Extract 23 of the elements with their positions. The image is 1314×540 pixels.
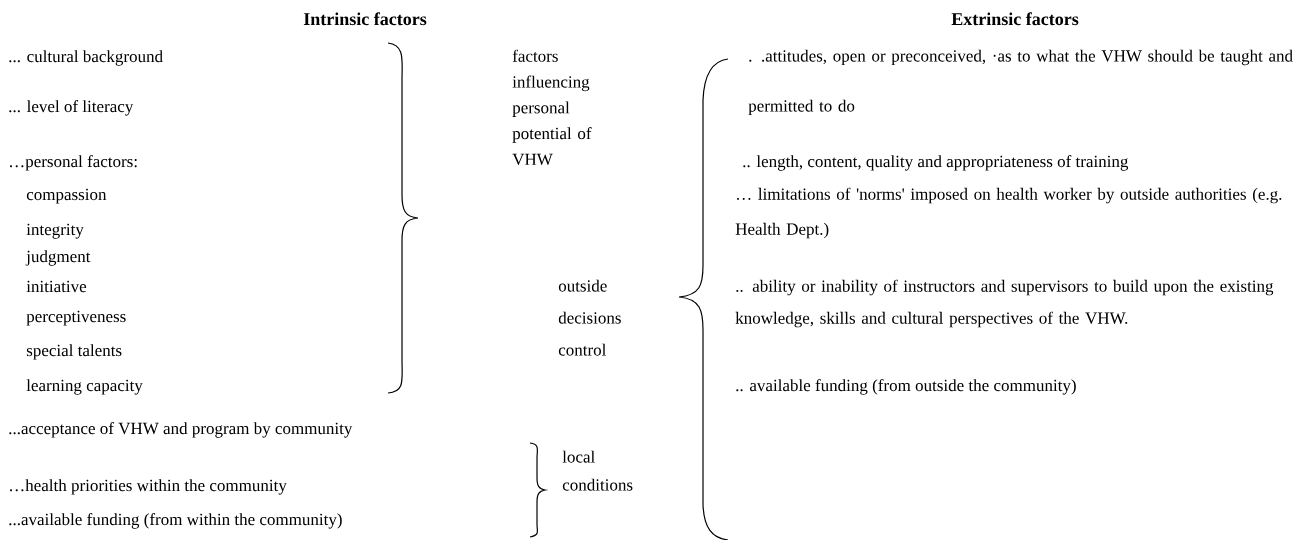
list-item: …personal factors:: [10, 155, 137, 171]
list-item: initiative: [26, 280, 87, 293]
list-item: .. available funding (from outside the community): [736, 379, 1076, 395]
list-item: integrity: [26, 223, 84, 239]
list-item: … limitations of 'norms' imposed on health worker by outside authorities (e.g. Health Dept.): [735, 187, 1282, 239]
list-item: .. ability or inability of instructors and supervisors to build upon the existing knowledge, skills and cultural perspectives of the VHW.: [735, 279, 1274, 328]
column-heading: Intrinsic factors: [303, 12, 427, 26]
brace-label: local conditions: [562, 450, 633, 491]
list-item: perceptiveness: [26, 310, 126, 326]
list-item: ... cultural background: [9, 50, 163, 66]
list-item: learning capacity: [26, 379, 143, 395]
list-item: compassion: [26, 188, 107, 204]
list-item: ... level of literacy: [9, 100, 134, 116]
brace-label: factors influencing personal potential of VHW: [512, 49, 592, 166]
column-heading: Extrinsic factors: [951, 12, 1079, 26]
list-item: . .attitudes, open or preconceived, ·as to what the VHW should be taught and permitted to do: [748, 49, 1293, 116]
list-item: .. length, content, quality and appropriateness of training: [743, 155, 1129, 171]
brace-label: outside decisions control: [558, 279, 621, 356]
list-item: ...acceptance of VHW and program by community: [9, 422, 353, 438]
list-item: special talents: [26, 344, 122, 360]
list-item: …health priorities within the community: [10, 479, 287, 495]
list-item: ...available funding (from within the community): [9, 513, 342, 529]
list-item: judgment: [25, 250, 91, 266]
